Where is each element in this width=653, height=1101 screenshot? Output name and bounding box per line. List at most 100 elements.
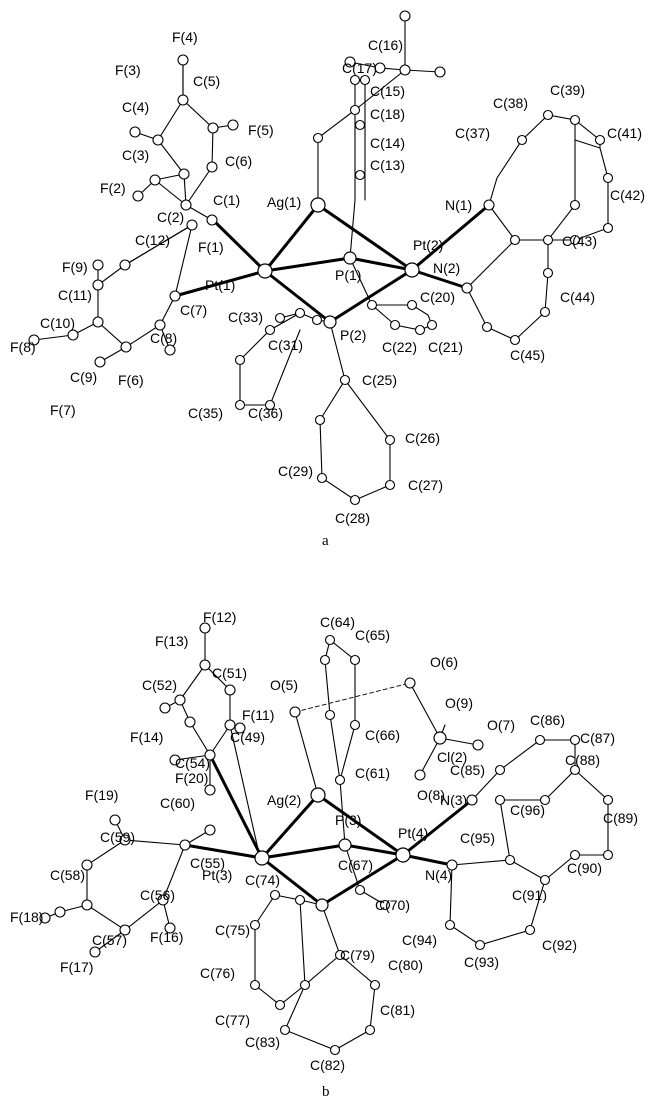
label-Pt4: Pt(4) — [398, 825, 428, 841]
label-C6: C(6) — [225, 153, 252, 169]
label-C16: C(16) — [368, 37, 403, 53]
label-C5: C(5) — [193, 73, 220, 89]
label-C85: C(85) — [450, 762, 485, 778]
label-C21: C(21) — [428, 339, 463, 355]
label-F7: F(7) — [50, 402, 76, 418]
label-F13: F(13) — [155, 633, 188, 649]
label-N2: N(2) — [433, 260, 460, 276]
label-Ag1: Ag(1) — [267, 194, 301, 210]
label-C42: C(42) — [610, 187, 645, 203]
label-C74: C(74) — [245, 872, 280, 888]
label-O9: O(9) — [445, 695, 473, 711]
label-F16: F(16) — [150, 929, 183, 945]
label-C61: C(61) — [355, 765, 390, 781]
label-F14: F(14) — [130, 729, 163, 745]
label-C29: C(29) — [278, 463, 313, 479]
label-C92: C(92) — [542, 937, 577, 953]
label-C76: C(76) — [200, 965, 235, 981]
label-C9: C(9) — [70, 369, 97, 385]
label-C15: C(15) — [370, 83, 405, 99]
label-C31: C(31) — [268, 337, 303, 353]
label-C43: C(43) — [562, 233, 597, 249]
label-C59: C(59) — [100, 829, 135, 845]
atoms-b — [39, 622, 614, 1056]
label-C11: C(11) — [58, 287, 92, 303]
label-F3: F(3) — [115, 62, 141, 78]
label-F11: F(11) — [242, 707, 274, 723]
label-F18: F(18) — [10, 909, 43, 925]
label-C49: C(49) — [230, 729, 265, 745]
label-F12: F(12) — [203, 609, 236, 625]
label-C26: C(26) — [405, 430, 440, 446]
pt3-atom — [254, 850, 270, 866]
label-F5: F(5) — [248, 122, 274, 138]
label-F4: F(4) — [172, 29, 198, 45]
label-F20: F(20) — [175, 770, 208, 786]
label-C37: C(37) — [455, 125, 490, 141]
label-Cl2: Cl(2) — [437, 749, 467, 765]
label-C54: C(54) — [175, 755, 210, 771]
label-C91: C(91) — [512, 887, 547, 903]
label-C52: C(52) — [142, 677, 177, 693]
label-C33: C(33) — [228, 309, 263, 325]
label-C64: C(64) — [320, 614, 355, 630]
label-F6: F(6) — [118, 372, 144, 388]
p2-atom — [323, 315, 337, 329]
label-C17: C(17) — [342, 60, 377, 76]
labels-b: F(12) F(13) C(51) C(52) F(11) F(14) C(49… — [10, 609, 638, 1073]
cl2-atom — [433, 731, 447, 745]
label-C14: C(14) — [370, 135, 405, 151]
pt1-atom — [257, 263, 273, 279]
label-F19: F(19) — [85, 787, 118, 803]
panel-a: F(4) F(3) C(5) F(5) C(4) C(6) C(3) C(1) … — [10, 10, 645, 549]
label-C95: C(95) — [460, 830, 495, 846]
labels-a: F(4) F(3) C(5) F(5) C(4) C(6) C(3) C(1) … — [10, 29, 645, 526]
label-C79: C(79) — [340, 947, 375, 963]
label-C7: C(7) — [180, 302, 207, 318]
pt2-atom — [404, 262, 420, 278]
label-C82: C(82) — [310, 1057, 345, 1073]
label-C70: C(70) — [375, 897, 410, 913]
bonds-a — [33, 15, 609, 501]
label-C77: C(77) — [215, 1012, 250, 1028]
pt4-atom — [395, 847, 411, 863]
label-C58: C(58) — [50, 867, 85, 883]
label-C8: C(8) — [150, 330, 177, 346]
label-F2: F(2) — [100, 180, 126, 196]
label-C83: C(83) — [245, 1034, 280, 1050]
label-C96: C(96) — [510, 802, 545, 818]
label-C94: C(94) — [402, 932, 437, 948]
ag1-atom — [310, 197, 326, 213]
label-C35: C(35) — [188, 405, 223, 421]
label-C56: C(56) — [140, 887, 175, 903]
label-C12: C(12) — [135, 232, 170, 248]
label-C44: C(44) — [560, 289, 595, 305]
p4-atom — [315, 898, 329, 912]
label-N3: N(3) — [440, 792, 467, 808]
label-C18: C(18) — [370, 106, 405, 122]
label-C75: C(75) — [215, 922, 250, 938]
label-C81: C(81) — [380, 1002, 415, 1018]
label-O7: O(7) — [487, 717, 515, 733]
label-C55: C(55) — [190, 855, 225, 871]
p1-atom — [343, 251, 357, 265]
label-C41: C(41) — [607, 125, 642, 141]
label-C80: C(80) — [388, 957, 423, 973]
label-Pt1: Pt(1) — [205, 277, 235, 293]
label-F1: F(1) — [198, 239, 224, 255]
label-C45: C(45) — [510, 347, 545, 363]
label-C13: C(13) — [370, 157, 405, 173]
label-C10: C(10) — [40, 315, 75, 331]
label-C3: C(3) — [122, 147, 149, 163]
caption-a: a — [322, 533, 329, 549]
label-C65: C(65) — [355, 627, 390, 643]
label-O8: O(8) — [417, 787, 445, 803]
label-C25: C(25) — [362, 372, 397, 388]
label-C28: C(28) — [335, 510, 370, 526]
label-N4: N(4) — [425, 867, 452, 883]
p3-atom — [338, 838, 352, 852]
panel-b: F(12) F(13) C(51) C(52) F(11) F(14) C(49… — [10, 609, 638, 1100]
label-C86: C(86) — [530, 712, 565, 728]
label-C2: C(2) — [157, 209, 184, 225]
